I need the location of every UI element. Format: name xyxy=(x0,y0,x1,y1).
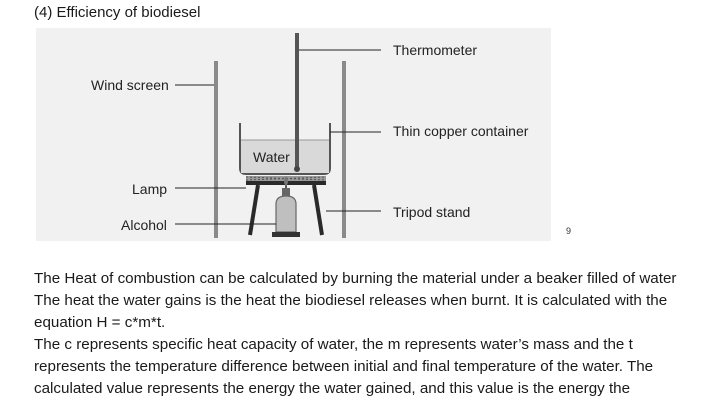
tripod-leg xyxy=(312,184,324,236)
section-heading: (4) Efficiency of biodiesel xyxy=(34,4,201,21)
tripod-leg xyxy=(248,184,260,236)
label-alcohol: Alcohol xyxy=(121,217,167,233)
label-tripod-stand: Tripod stand xyxy=(393,204,471,220)
label-water: Water xyxy=(253,149,290,165)
label-lamp: Lamp xyxy=(132,181,168,197)
thermometer-stem xyxy=(295,33,299,168)
body-line: The Heat of combustion can be calculated… xyxy=(34,270,677,287)
body-line: The heat the water gains is the heat the… xyxy=(34,292,668,309)
body-line: represents the temperature difference be… xyxy=(34,358,654,375)
body-line: The c represents specific heat capacity … xyxy=(34,336,633,353)
wind-screen-right xyxy=(342,61,346,238)
apparatus-diagram: Thermometer Wind screen Thin copper cont… xyxy=(36,28,551,241)
label-thermometer: Thermometer xyxy=(393,42,478,58)
body-line: equation H = c*m*t. xyxy=(34,314,166,331)
lamp-base xyxy=(272,232,300,237)
thermometer-bulb xyxy=(294,166,300,172)
body-line: calculated value represents the energy t… xyxy=(34,380,631,397)
label-wind-screen: Wind screen xyxy=(91,77,169,93)
copper-container xyxy=(239,123,331,175)
lamp-body xyxy=(275,195,297,233)
body-text: The Heat of combustion can be calculated… xyxy=(34,268,717,400)
apparatus-drawing xyxy=(175,33,381,238)
wind-screen-left xyxy=(214,61,218,238)
water xyxy=(241,140,329,173)
label-thin-copper-container: Thin copper container xyxy=(393,123,529,139)
footnote-mark: 9 xyxy=(566,226,572,236)
